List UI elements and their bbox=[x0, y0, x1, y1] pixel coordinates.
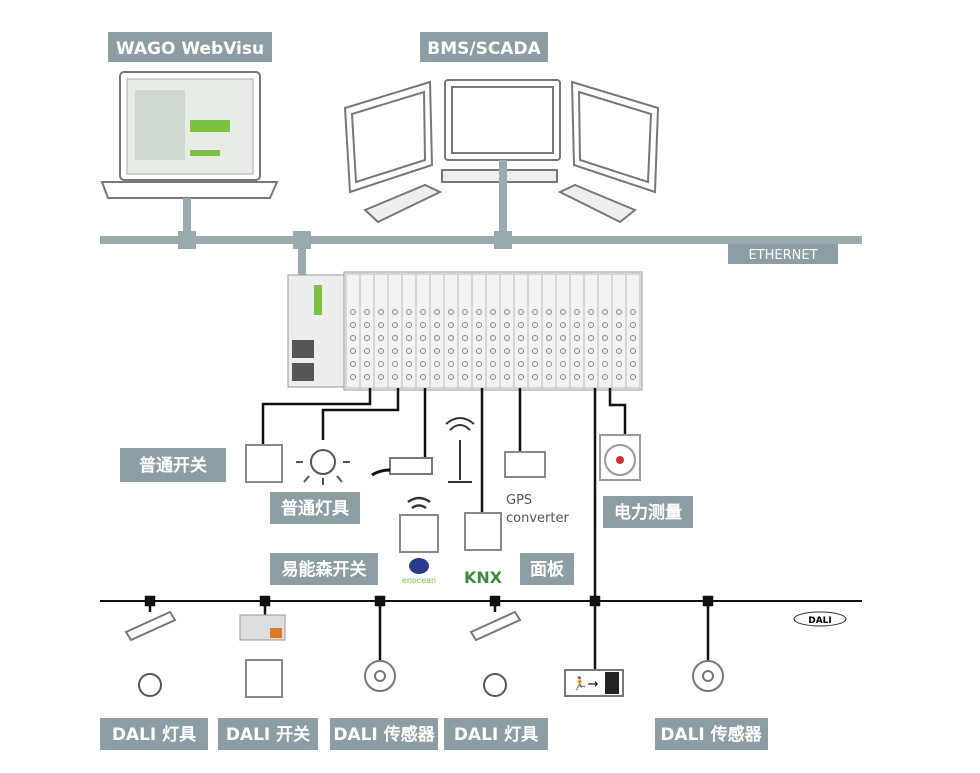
antenna-icon bbox=[445, 417, 475, 483]
exit-sign-icon: 🏃→ bbox=[564, 669, 624, 697]
monitors-icon bbox=[343, 79, 660, 224]
knx-switch-icon bbox=[464, 512, 502, 551]
svg-text:DALI 灯具: DALI 灯具 bbox=[454, 725, 538, 745]
switch-icon bbox=[245, 444, 283, 483]
svg-text:DALI 传感器: DALI 传感器 bbox=[660, 724, 762, 745]
svg-text:电力测量: 电力测量 bbox=[614, 502, 682, 523]
svg-text:WAGO WebVisu: WAGO WebVisu bbox=[116, 39, 264, 59]
svg-text:DALI 传感器: DALI 传感器 bbox=[333, 724, 435, 745]
svg-text:DALI 灯具: DALI 灯具 bbox=[112, 725, 196, 745]
webvisu-label: WAGO WebVisu bbox=[108, 32, 272, 62]
ethernet-bus bbox=[100, 160, 862, 275]
gps-converter-icon bbox=[504, 451, 546, 478]
wago-controller bbox=[287, 271, 643, 391]
scada-label: BMS/SCADA bbox=[420, 32, 548, 62]
switch-label: 普通开关 bbox=[120, 448, 226, 482]
svg-text:ETHERNET: ETHERNET bbox=[748, 248, 817, 263]
dali-sensor-icon bbox=[364, 660, 724, 692]
dali-lamp-label: DALI 灯具 bbox=[444, 718, 548, 750]
power-meter-icon bbox=[599, 434, 641, 481]
svg-text:普通灯具: 普通灯具 bbox=[281, 498, 349, 519]
lamp-label: 普通灯具 bbox=[270, 492, 360, 524]
svg-text:converter: converter bbox=[506, 511, 569, 526]
dali-node bbox=[489, 595, 501, 607]
io-module bbox=[625, 273, 641, 389]
enocean-logo: enocean bbox=[402, 558, 436, 585]
dali-sensor-label: DALI 传感器 bbox=[655, 718, 768, 750]
svg-text:🏃→: 🏃→ bbox=[571, 676, 598, 692]
panel-label: 面板 bbox=[520, 553, 574, 585]
ethernet-label: ETHERNET bbox=[728, 244, 838, 264]
enocean-switch-label: 易能森开关 bbox=[270, 553, 378, 585]
dali-lamp-label: DALI 灯具 bbox=[100, 718, 208, 750]
bulb-icon bbox=[296, 449, 350, 485]
dali-bus bbox=[100, 595, 862, 670]
dali-node bbox=[259, 595, 271, 607]
power-label: 电力测量 bbox=[603, 496, 693, 528]
dali-bulb-icon bbox=[138, 673, 507, 697]
dali-logo: DALI bbox=[793, 611, 847, 627]
svg-text:普通开关: 普通开关 bbox=[139, 455, 207, 476]
dali-node bbox=[589, 595, 601, 607]
dali-node bbox=[702, 595, 714, 607]
svg-text:面板: 面板 bbox=[530, 559, 565, 580]
svg-text:GPS: GPS bbox=[506, 493, 532, 508]
svg-text:BMS/SCADA: BMS/SCADA bbox=[427, 39, 541, 59]
knx-logo: KNX bbox=[464, 568, 503, 587]
dali-node bbox=[144, 595, 156, 607]
dali-node bbox=[374, 595, 386, 607]
svg-text:DALI: DALI bbox=[808, 616, 832, 626]
dali-switch-label: DALI 开关 bbox=[218, 718, 318, 750]
svg-text:DALI 开关: DALI 开关 bbox=[226, 724, 310, 745]
dali-switch-icon bbox=[239, 614, 286, 698]
field-wires bbox=[261, 388, 627, 600]
dimmer-icon bbox=[371, 457, 433, 477]
dali-sensor-label: DALI 传感器 bbox=[330, 718, 438, 750]
dali-ballast-icon bbox=[124, 610, 522, 642]
laptop-icon bbox=[100, 71, 279, 199]
svg-text:enocean: enocean bbox=[402, 576, 436, 585]
wifi-icon bbox=[407, 496, 431, 510]
svg-text:易能森开关: 易能森开关 bbox=[282, 559, 367, 580]
enocean-switch-icon bbox=[399, 514, 439, 553]
